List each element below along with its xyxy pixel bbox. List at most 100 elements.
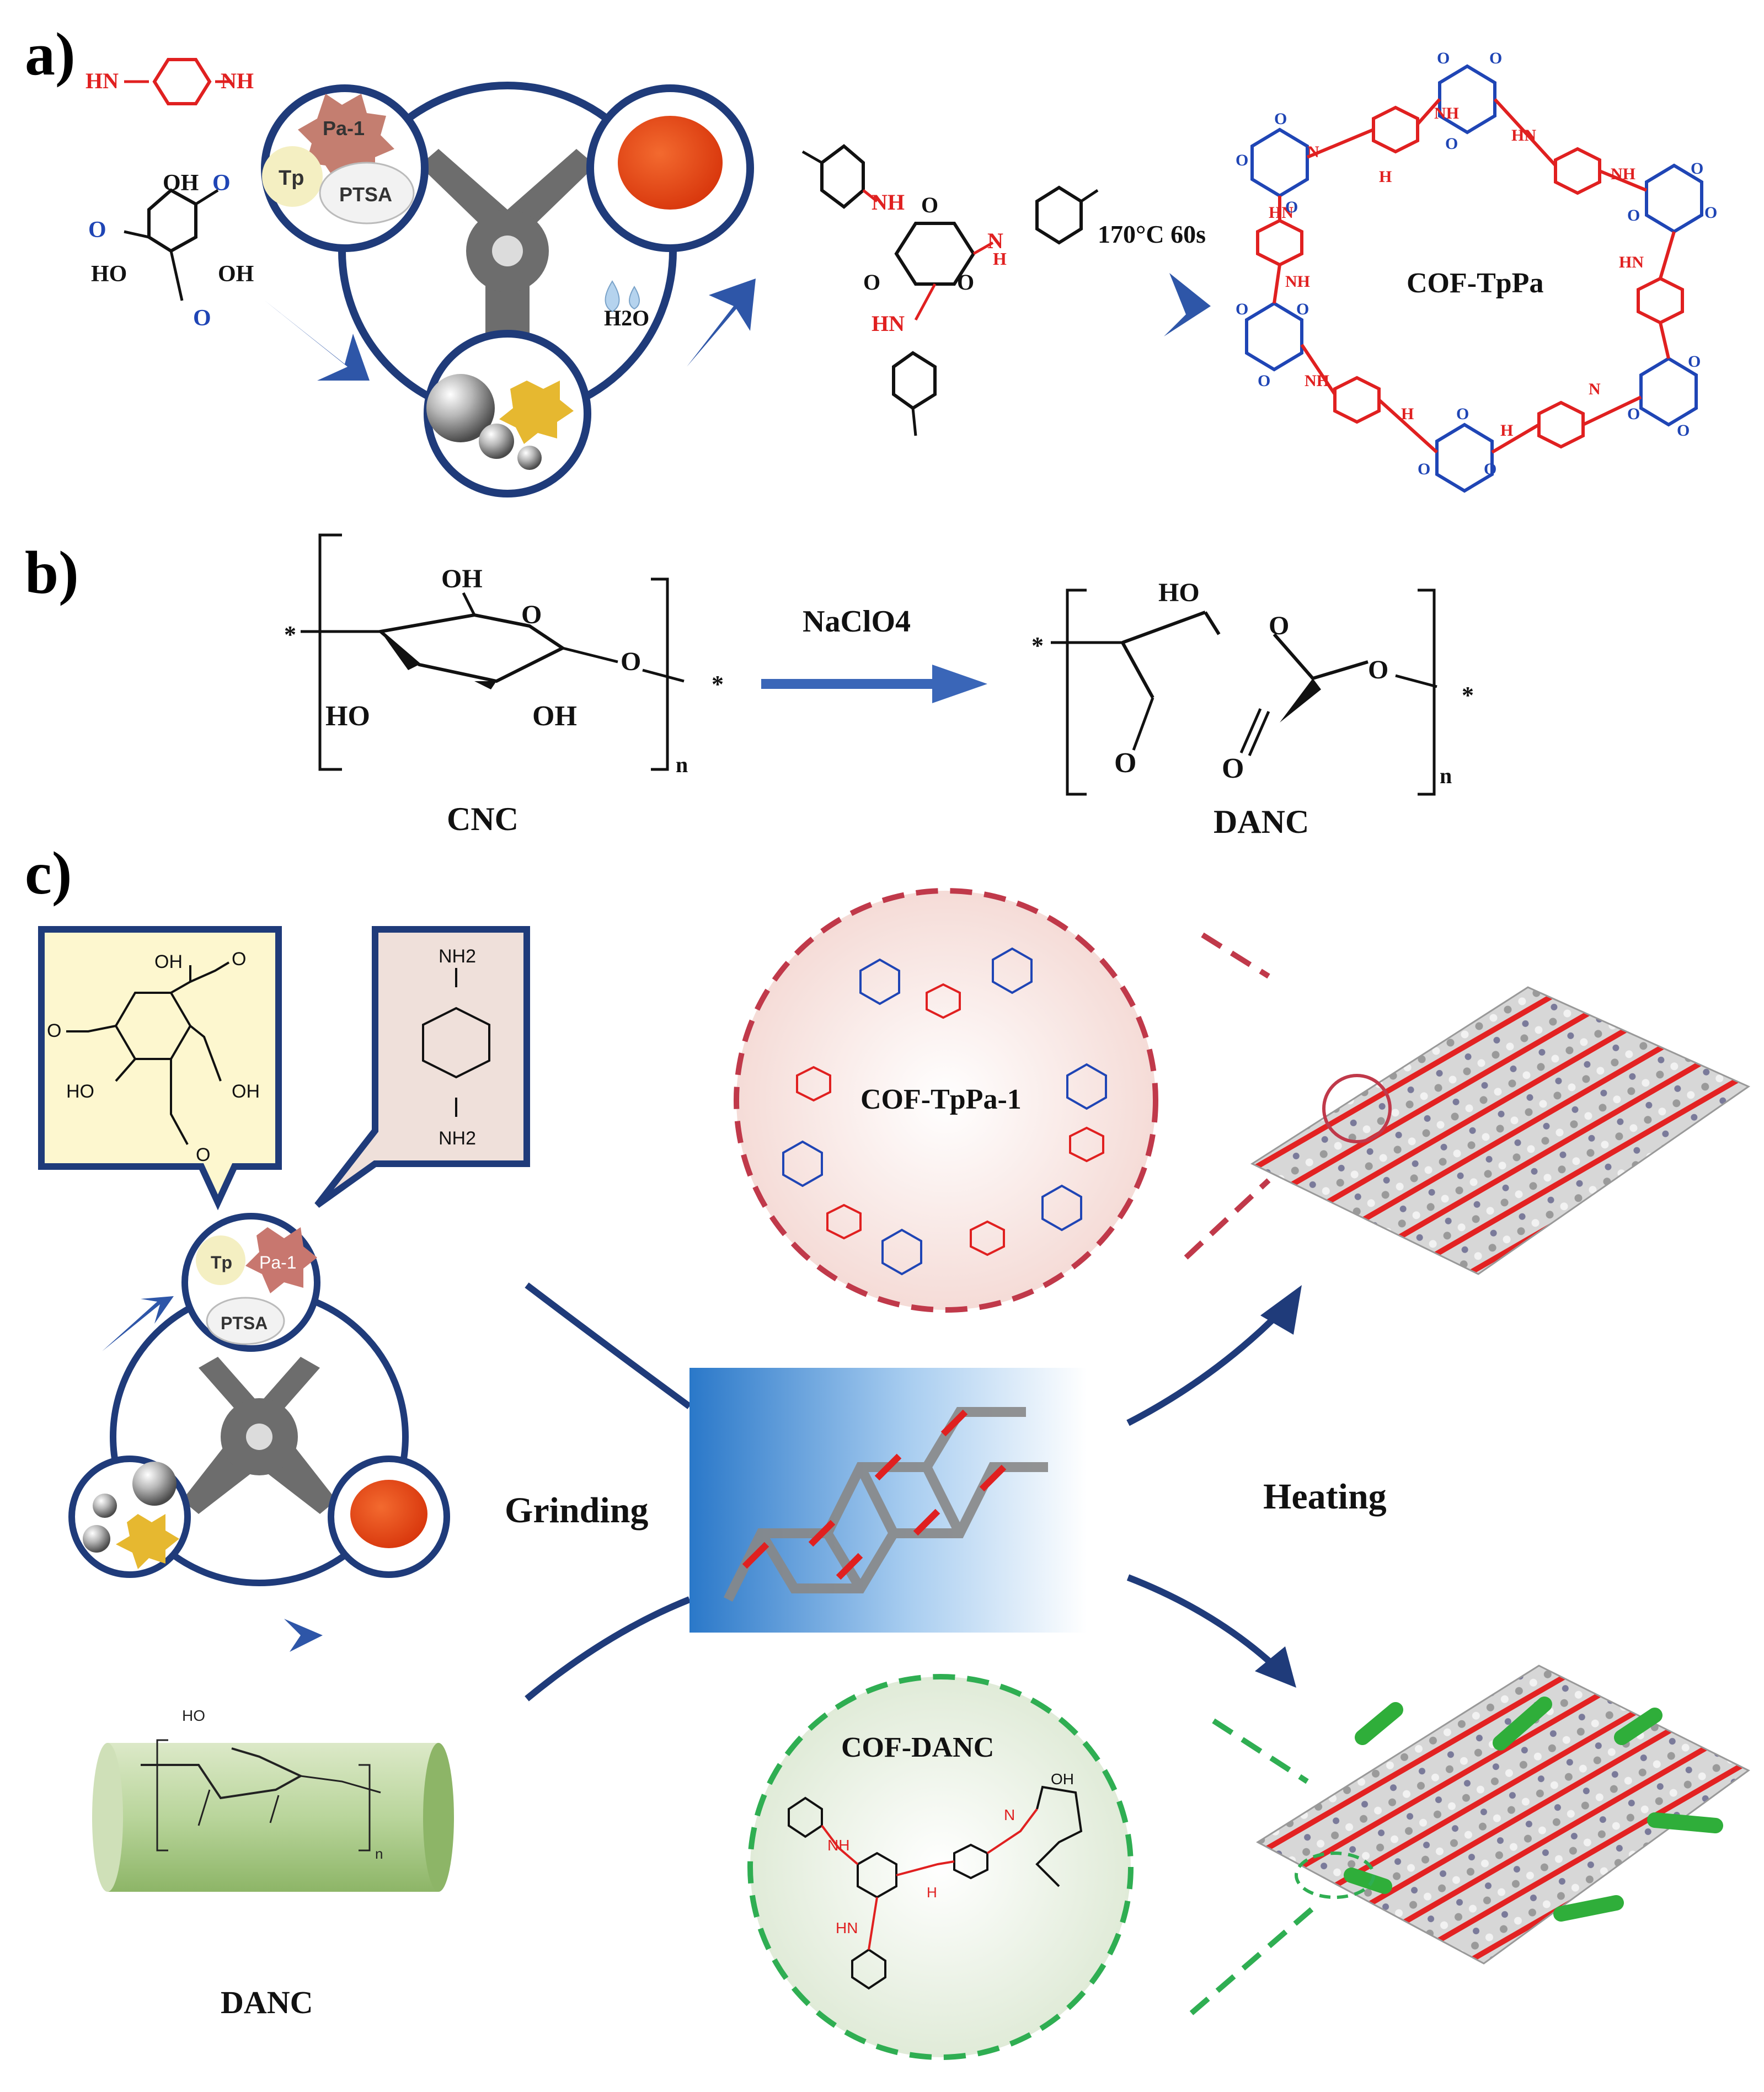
- svg-text:O: O: [1688, 352, 1701, 371]
- svg-text:*: *: [284, 621, 296, 648]
- panel-label-a: a): [25, 20, 76, 88]
- arrow-mill-c-bottom: [245, 1619, 323, 1652]
- svg-text:O: O: [1258, 372, 1270, 390]
- svg-text:H: H: [1500, 421, 1513, 440]
- svg-text:HO: HO: [325, 700, 370, 732]
- svg-text:H: H: [993, 249, 1007, 269]
- svg-text:OH: OH: [154, 951, 183, 972]
- svg-text:O: O: [957, 270, 974, 295]
- intermediate-structure: NH O O O N H HN: [801, 144, 1099, 436]
- svg-text:HN: HN: [836, 1919, 858, 1936]
- svg-text:O: O: [1691, 159, 1703, 178]
- grinding-arrow-top: [525, 1282, 692, 1409]
- svg-text:*: *: [712, 671, 724, 698]
- svg-text:O: O: [1222, 753, 1244, 784]
- svg-text:O: O: [1114, 747, 1136, 779]
- panel-label-b: b): [25, 539, 79, 606]
- svg-text:O: O: [621, 647, 641, 676]
- svg-text:H: H: [1379, 168, 1392, 186]
- ball-mill-a: Pa-1 Tp PTSA H2O: [261, 82, 754, 497]
- svg-text:N: N: [1004, 1806, 1015, 1823]
- svg-text:HN: HN: [1511, 126, 1536, 145]
- svg-text:O: O: [196, 1144, 210, 1165]
- reaction-condition: 170°C 60s: [1098, 220, 1206, 248]
- svg-text:COF-TpPa-1: COF-TpPa-1: [860, 1084, 1022, 1115]
- svg-text:NH2: NH2: [439, 946, 476, 967]
- tp-monomer-structure: OH O O HO OH O: [88, 170, 254, 331]
- amorphous-cof-block: [689, 1368, 1087, 1633]
- svg-text:O: O: [1269, 611, 1289, 640]
- grinding-arrow-bottom: [525, 1596, 691, 1702]
- svg-text:O: O: [232, 949, 246, 970]
- svg-text:OH: OH: [532, 700, 577, 732]
- svg-text:HO: HO: [182, 1707, 205, 1724]
- svg-text:O: O: [1484, 460, 1496, 478]
- tp-callout-box: OH O O HO OH O: [38, 926, 282, 1211]
- svg-text:NH: NH: [1305, 372, 1329, 390]
- svg-text:OH: OH: [163, 170, 199, 196]
- svg-text:Tp: Tp: [211, 1253, 232, 1272]
- svg-text:O: O: [1456, 405, 1469, 423]
- svg-text:HO: HO: [66, 1081, 94, 1102]
- crystalline-cof-top: [1250, 986, 1751, 1275]
- svg-text:OH: OH: [441, 564, 483, 593]
- svg-text:HO: HO: [91, 261, 127, 287]
- svg-text:O: O: [1236, 151, 1248, 169]
- grinding-label: Grinding: [505, 1490, 648, 1531]
- svg-text:O: O: [1437, 49, 1450, 67]
- svg-text:O: O: [863, 270, 880, 295]
- heating-arrow-bottom: [1126, 1574, 1277, 1668]
- svg-text:O: O: [1368, 655, 1388, 684]
- svg-text:H2O: H2O: [604, 306, 649, 330]
- svg-text:NH: NH: [1434, 104, 1459, 122]
- svg-text:N: N: [1589, 380, 1601, 398]
- panel-label-c: c): [25, 839, 72, 907]
- heating-arrow-top: [1126, 1310, 1282, 1426]
- svg-text:HN: HN: [872, 311, 905, 336]
- svg-text:O: O: [1236, 300, 1248, 318]
- ball-mill-c: Tp Pa-1 PTSA: [68, 1213, 450, 1586]
- svg-text:n: n: [1440, 763, 1452, 788]
- zoom-lines-green: [1189, 1718, 1315, 2015]
- pa-monomer-structure: HN NH: [85, 58, 254, 105]
- svg-text:n: n: [375, 1845, 383, 1862]
- reagent-label: NaClO4: [803, 604, 911, 639]
- arrow-into-mill: [265, 301, 370, 381]
- cof-tppa1-circle: COF-TpPa-1: [734, 888, 1158, 1313]
- danc-label-b: DANC: [1214, 804, 1309, 840]
- svg-text:O: O: [1418, 460, 1430, 478]
- arrow-mill-c-left: [102, 1296, 174, 1351]
- svg-text:*: *: [1462, 682, 1474, 709]
- danc-label-c: DANC: [221, 1984, 313, 2020]
- cof-tppa-ring: COF-TpPa NH HN HN NH NH HN NH H H H N N …: [1236, 49, 1717, 493]
- svg-text:COF-DANC: COF-DANC: [841, 1732, 994, 1763]
- svg-text:O: O: [1627, 405, 1640, 423]
- svg-text:OH: OH: [218, 261, 254, 287]
- svg-text:H: H: [1401, 405, 1414, 423]
- crystalline-cof-bottom: [1256, 1665, 1750, 1965]
- svg-text:O: O: [1677, 421, 1690, 440]
- danc-structure: * HO O O O O * n: [1031, 578, 1474, 796]
- svg-text:HO: HO: [1158, 578, 1200, 607]
- danc-cylinder: HO n: [92, 1707, 454, 1892]
- svg-text:O: O: [1274, 110, 1287, 128]
- svg-text:O: O: [1704, 204, 1717, 222]
- svg-text:COF-TpPa: COF-TpPa: [1407, 267, 1543, 299]
- svg-text:O: O: [521, 600, 542, 629]
- svg-text:n: n: [676, 752, 688, 777]
- svg-text:O: O: [47, 1020, 61, 1041]
- svg-text:NH: NH: [1611, 165, 1635, 183]
- svg-text:Pa-1: Pa-1: [323, 117, 365, 140]
- svg-text:N: N: [987, 228, 1003, 253]
- svg-text:NH: NH: [827, 1837, 849, 1854]
- svg-text:HN: HN: [1269, 204, 1293, 222]
- svg-text:OH: OH: [1051, 1770, 1074, 1788]
- svg-text:Pa-1: Pa-1: [259, 1253, 297, 1272]
- svg-text:Tp: Tp: [279, 167, 304, 190]
- cnc-structure: * OH O O HO OH * n: [284, 533, 724, 777]
- svg-text:O: O: [1445, 135, 1458, 153]
- svg-text:PTSA: PTSA: [339, 183, 392, 206]
- arrow-to-cof: [1095, 273, 1211, 336]
